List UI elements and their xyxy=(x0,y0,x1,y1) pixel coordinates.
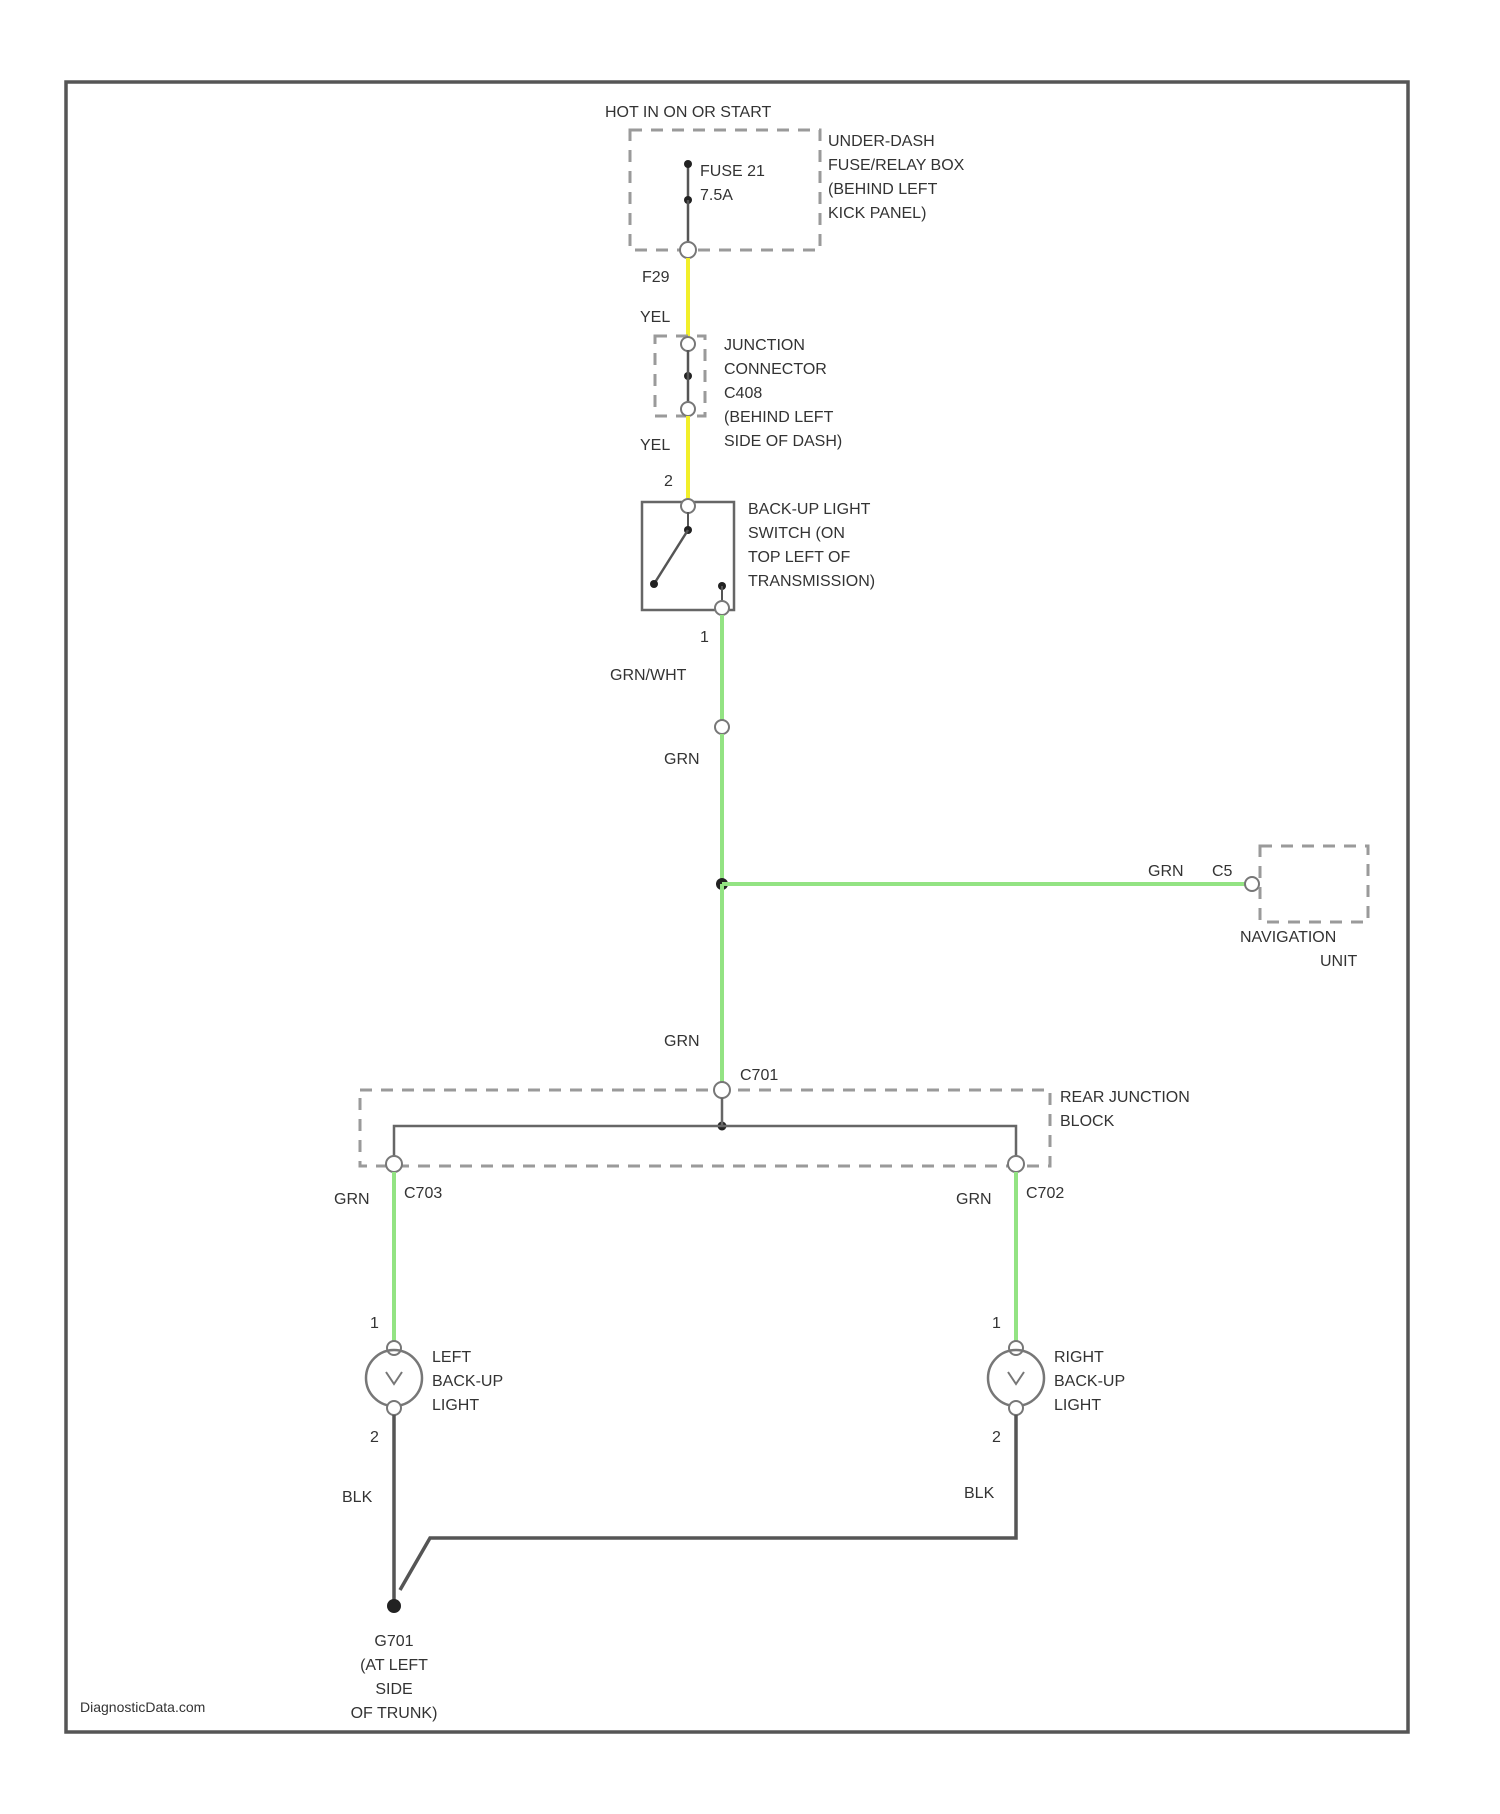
rjb-connector-left xyxy=(386,1156,402,1172)
junction-label-4: (BEHIND LEFT xyxy=(724,409,834,426)
rjb-connector-right xyxy=(1008,1156,1024,1172)
right-lamp-connector-bottom xyxy=(1009,1401,1023,1415)
wire-blk-left-label: BLK xyxy=(342,1489,373,1506)
switch-label-3: TOP LEFT OF xyxy=(748,549,850,566)
left-lamp-label-2: BACK-UP xyxy=(432,1373,503,1390)
fuse-box-label-1: UNDER-DASH xyxy=(828,133,935,150)
wire-grn-label-2: GRN xyxy=(664,1033,700,1050)
switch-label-4: TRANSMISSION) xyxy=(748,573,875,590)
junction-label-5: SIDE OF DASH) xyxy=(724,433,842,450)
switch-blade-end xyxy=(650,580,658,588)
wire-yel-label-2: YEL xyxy=(640,437,670,454)
junction-connector-bottom xyxy=(681,402,695,416)
nav-connector xyxy=(1245,877,1259,891)
right-connector-label: C702 xyxy=(1026,1185,1064,1202)
right-lamp-label-1: RIGHT xyxy=(1054,1349,1104,1366)
wire-yel-label-1: YEL xyxy=(640,309,670,326)
wire-grn-nav-label: GRN xyxy=(1148,863,1184,880)
left-lamp-connector-top xyxy=(387,1341,401,1355)
power-label: HOT IN ON OR START xyxy=(605,104,771,121)
ground-label-3: SIDE xyxy=(375,1681,412,1698)
right-lamp-label-3: LIGHT xyxy=(1054,1397,1101,1414)
left-lamp-bulb xyxy=(366,1350,422,1406)
fuse-label-1: FUSE 21 xyxy=(700,163,765,180)
left-lamp-connector-bottom xyxy=(387,1401,401,1415)
fuse-box-connector xyxy=(680,242,696,258)
junction-label-3: C408 xyxy=(724,385,762,402)
nav-label-2: UNIT xyxy=(1320,953,1358,970)
switch-blade xyxy=(654,530,688,584)
fuse-terminal-top xyxy=(684,160,692,168)
fuse-box-label-2: FUSE/RELAY BOX xyxy=(828,157,965,174)
rjb-label-1: REAR JUNCTION xyxy=(1060,1089,1190,1106)
wire-grn-right-label: GRN xyxy=(956,1191,992,1208)
wire-black-right xyxy=(400,1415,1016,1590)
fuse-box-label-4: KICK PANEL) xyxy=(828,205,926,222)
switch-connector-in xyxy=(681,499,695,513)
left-pin-2-label: 2 xyxy=(370,1429,379,1446)
switch-label-1: BACK-UP LIGHT xyxy=(748,501,871,518)
switch-pin-out-label: 1 xyxy=(700,629,709,646)
wire-grn-label-1: GRN xyxy=(664,751,700,768)
switch-label-2: SWITCH (ON xyxy=(748,525,845,542)
fuse-pin-label: F29 xyxy=(642,269,670,286)
rjb-label-2: BLOCK xyxy=(1060,1113,1115,1130)
right-lamp-label-2: BACK-UP xyxy=(1054,1373,1125,1390)
nav-unit-outline xyxy=(1260,846,1368,922)
diagram-frame xyxy=(66,82,1408,1732)
right-lamp-bulb xyxy=(988,1350,1044,1406)
wire-grn-left-label: GRN xyxy=(334,1191,370,1208)
junction-label-1: JUNCTION xyxy=(724,337,805,354)
ground-label-4: OF TRUNK) xyxy=(351,1705,438,1722)
fuse-label-2: 7.5A xyxy=(700,187,733,204)
right-lamp-filament xyxy=(1008,1372,1024,1384)
left-lamp-label-1: LEFT xyxy=(432,1349,471,1366)
left-lamp-filament xyxy=(386,1372,402,1384)
wire-blk-right-label: BLK xyxy=(964,1485,995,1502)
rjb-connector-label: C701 xyxy=(740,1067,778,1084)
ground-point xyxy=(387,1599,401,1613)
right-pin-1-label: 1 xyxy=(992,1315,1001,1332)
inline-connector xyxy=(715,720,729,734)
switch-connector-out xyxy=(715,601,729,615)
fuse-box-label-3: (BEHIND LEFT xyxy=(828,181,938,198)
rjb-bus xyxy=(394,1126,1016,1160)
wire-grn-wht-label: GRN/WHT xyxy=(610,667,687,684)
ground-label-1: G701 xyxy=(374,1633,413,1650)
left-lamp-label-3: LIGHT xyxy=(432,1397,479,1414)
rjb-connector-in xyxy=(714,1082,730,1098)
right-pin-2-label: 2 xyxy=(992,1429,1001,1446)
right-lamp-connector-top xyxy=(1009,1341,1023,1355)
left-connector-label: C703 xyxy=(404,1185,442,1202)
left-pin-1-label: 1 xyxy=(370,1315,379,1332)
nav-label-1: NAVIGATION xyxy=(1240,929,1336,946)
junction-label-2: CONNECTOR xyxy=(724,361,827,378)
junction-connector-top xyxy=(681,337,695,351)
watermark: DiagnosticData.com xyxy=(80,1699,205,1715)
rjb-outline xyxy=(360,1090,1050,1166)
ground-label-2: (AT LEFT xyxy=(360,1657,428,1674)
junction-outline xyxy=(655,336,705,416)
nav-pin-label: C5 xyxy=(1212,863,1233,880)
switch-pin-in-label: 2 xyxy=(664,473,673,490)
